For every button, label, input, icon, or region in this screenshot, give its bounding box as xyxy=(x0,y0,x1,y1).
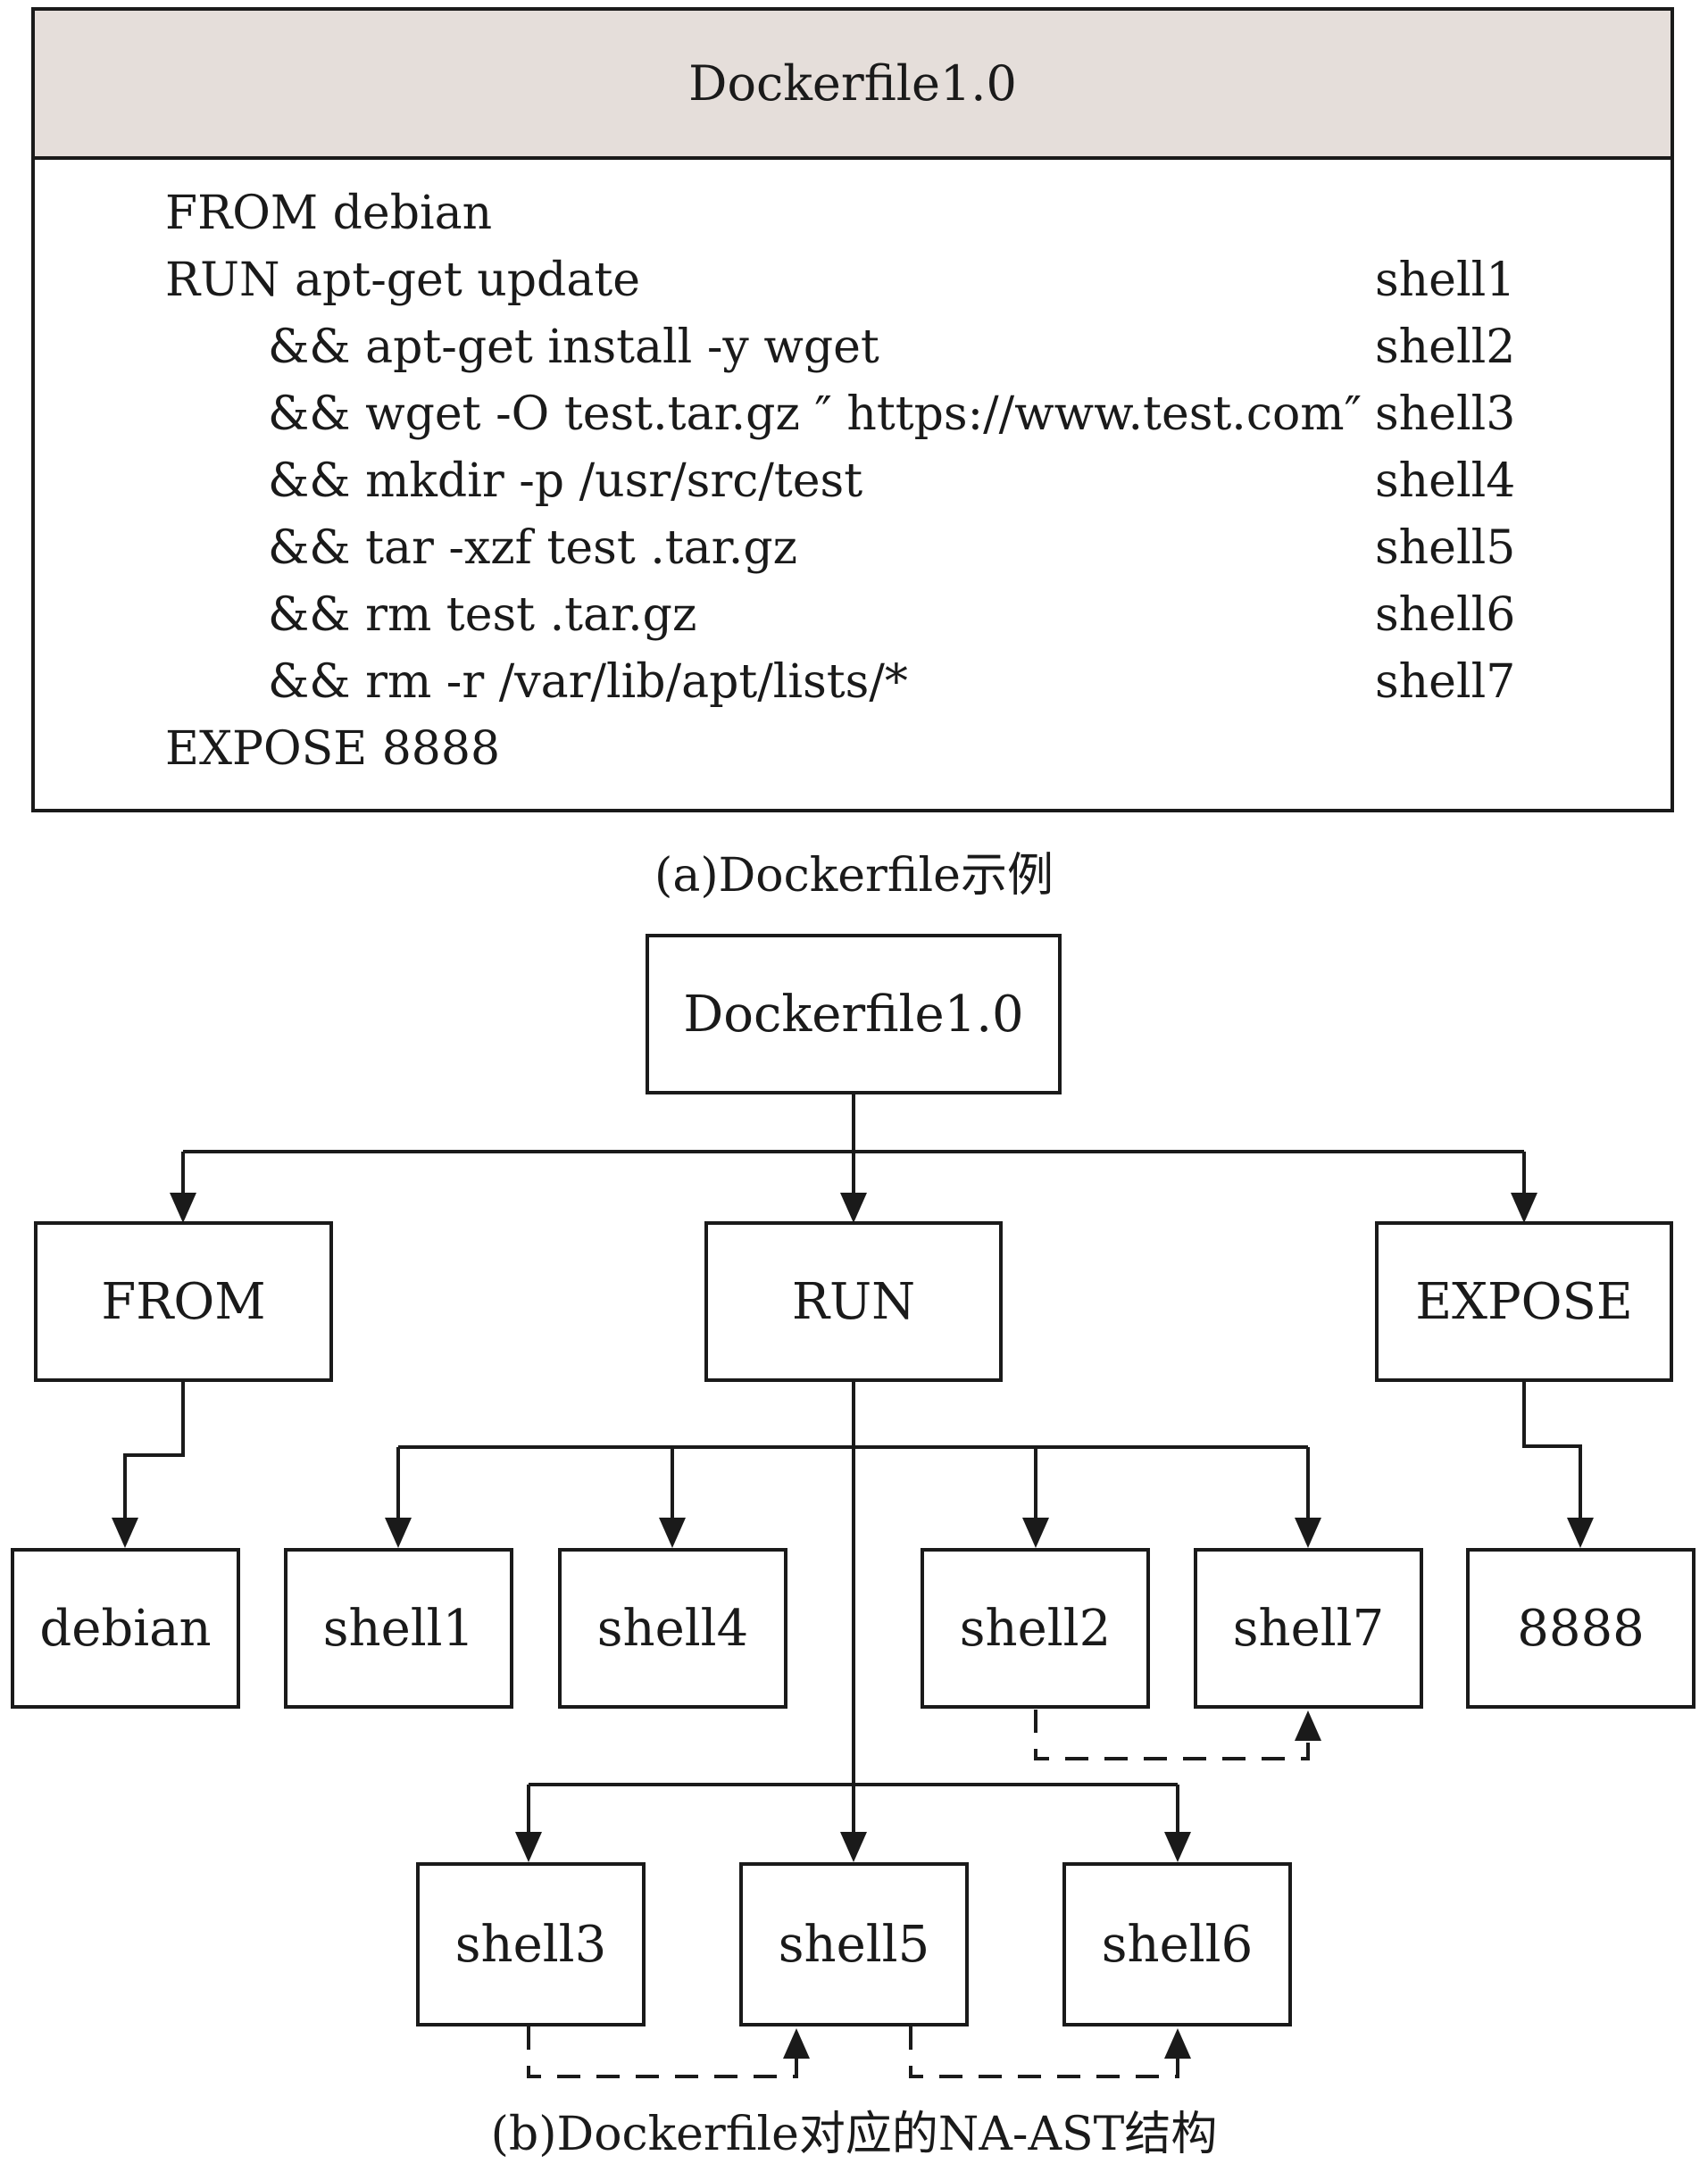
arrow-from xyxy=(170,1193,196,1223)
arrow-dep-shell5 xyxy=(783,2028,810,2059)
tag-shell7: shell7 xyxy=(1375,655,1516,709)
code-line-wget: && wget -O test.tar.gz ″ https://www.tes… xyxy=(268,387,1362,441)
arrow-shell1 xyxy=(385,1518,412,1548)
tag-shell4: shell4 xyxy=(1375,454,1516,508)
node-shell3: shell3 xyxy=(416,1862,646,2026)
node-shell6: shell6 xyxy=(1062,1862,1292,2026)
arrow-dep-shell6 xyxy=(1164,2028,1191,2059)
node-expose: EXPOSE xyxy=(1375,1221,1673,1382)
node-from: FROM xyxy=(34,1221,333,1382)
node-shell5: shell5 xyxy=(739,1862,969,2026)
code-line-rm-lists: && rm -r /var/lib/apt/lists/* xyxy=(268,655,908,709)
code-line-rm-tar: && rm test .tar.gz xyxy=(268,588,697,642)
arrow-shell4 xyxy=(659,1518,686,1548)
node-shell4: shell4 xyxy=(558,1548,787,1709)
edge-expose-port xyxy=(1522,1382,1582,1527)
arrow-shell7 xyxy=(1295,1518,1321,1548)
listing-title: Dockerfile1.0 xyxy=(35,11,1671,160)
code-line-from: FROM debian xyxy=(165,187,493,240)
caption-a: (a)Dockerfile示例 xyxy=(654,849,1054,903)
arrow-run xyxy=(840,1193,867,1223)
code-line-tar: && tar -xzf test .tar.gz xyxy=(268,521,798,575)
dep-shell3-shell5 xyxy=(527,2026,798,2078)
node-root: Dockerfile1.0 xyxy=(646,934,1062,1094)
node-debian: debian xyxy=(11,1548,240,1709)
dep-shell5-shell6 xyxy=(909,2026,1179,2078)
tag-shell5: shell5 xyxy=(1375,521,1516,575)
node-shell7: shell7 xyxy=(1194,1548,1423,1709)
arrow-shell6 xyxy=(1164,1832,1191,1862)
arrow-port xyxy=(1567,1518,1594,1548)
arrow-expose xyxy=(1511,1193,1537,1223)
dockerfile-listing: Dockerfile1.0 xyxy=(31,7,1674,812)
tag-shell1: shell1 xyxy=(1375,254,1516,307)
node-run: RUN xyxy=(704,1221,1003,1382)
arrow-shell2 xyxy=(1022,1518,1049,1548)
arrow-debian xyxy=(112,1518,138,1548)
node-shell2: shell2 xyxy=(921,1548,1150,1709)
arrow-shell3 xyxy=(515,1832,542,1862)
dep-shell2-shell7 xyxy=(1034,1710,1310,1760)
code-line-mkdir: && mkdir -p /usr/src/test xyxy=(268,454,863,508)
tag-shell3: shell3 xyxy=(1375,387,1516,441)
caption-b: (b)Dockerfile对应的NA-AST结构 xyxy=(490,2108,1218,2161)
arrow-dep-shell7 xyxy=(1295,1710,1321,1741)
arrow-shell5 xyxy=(840,1832,867,1862)
code-line-expose: EXPOSE 8888 xyxy=(165,722,501,776)
edge-from-debian xyxy=(123,1382,185,1527)
code-line-install: && apt-get install -y wget xyxy=(268,320,879,374)
tag-shell2: shell2 xyxy=(1375,320,1516,374)
tag-shell6: shell6 xyxy=(1375,588,1516,642)
node-8888: 8888 xyxy=(1466,1548,1696,1709)
code-line-run: RUN apt-get update xyxy=(165,254,640,307)
node-shell1: shell1 xyxy=(284,1548,513,1709)
